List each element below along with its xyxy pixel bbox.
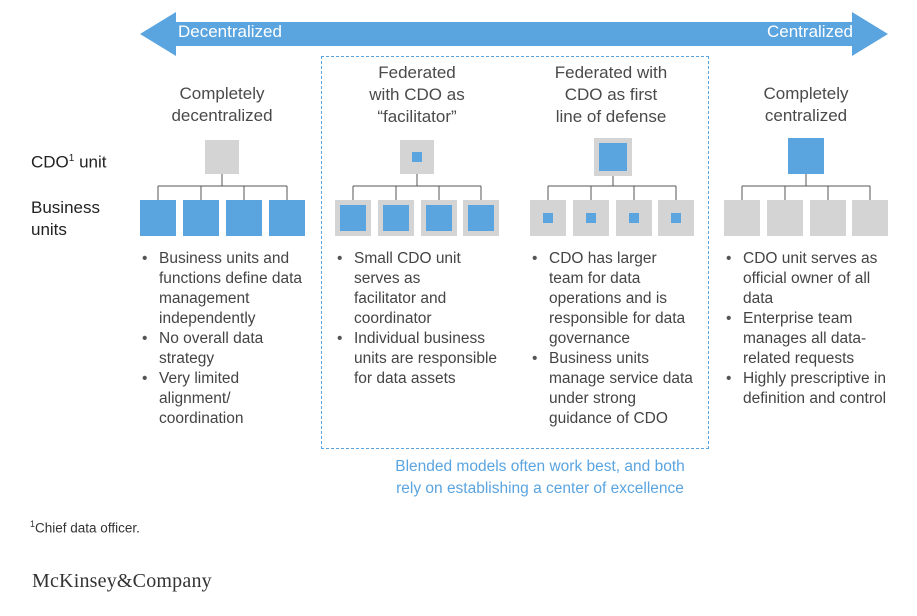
footnote: 1Chief data officer. <box>30 519 140 536</box>
bullet-item: Business units and functions define data… <box>140 249 310 329</box>
cdo-unit-box <box>788 138 824 174</box>
bullet-item: Enterprise team manages all data-related… <box>724 309 896 369</box>
business-unit-box <box>269 200 305 236</box>
centralized-label: Centralized <box>767 22 853 41</box>
bullet-item: CDO has larger team for data operations … <box>530 249 700 349</box>
org-charts <box>140 138 888 236</box>
business-unit-box <box>140 200 176 236</box>
org-chart-federated-facilitator <box>335 140 499 236</box>
bullets-decentralized: Business units and functions define data… <box>140 249 310 429</box>
cdo-unit-box <box>205 140 239 174</box>
bullets-federated-first-line: CDO has larger team for data operations … <box>530 249 700 429</box>
bullets-federated-facilitator: Small CDO unit serves as facilitator and… <box>335 249 510 389</box>
bullet-item: No overall data strategy <box>140 329 310 369</box>
bullet-item: Highly prescriptive in definition and co… <box>724 369 896 409</box>
bullet-item: Business units manage service data under… <box>530 349 700 429</box>
bullets-centralized: CDO unit serves as official owner of all… <box>724 249 896 409</box>
cdo-unit-label: CDO1 unit <box>31 152 107 172</box>
business-unit-box <box>226 200 262 236</box>
blended-models-note: Blended models often work best, and both… <box>395 458 685 497</box>
org-chart-decentralized <box>140 140 305 236</box>
blended-models-frame <box>321 56 709 449</box>
decentralized-label: Decentralized <box>178 22 282 41</box>
bullet-item: Individual business units are responsibl… <box>335 329 510 389</box>
spectrum-arrow <box>140 12 888 56</box>
business-unit-box <box>767 200 803 236</box>
bullet-item: Very limited alignment/ coordination <box>140 369 310 429</box>
mckinsey-logo: McKinsey&Company <box>32 570 212 592</box>
org-chart-centralized <box>724 138 888 236</box>
bullet-item: CDO unit serves as official owner of all… <box>724 249 896 309</box>
org-chart-federated-first-line <box>530 138 694 236</box>
business-unit-box <box>724 200 760 236</box>
bullet-item: Small CDO unit serves as facilitator and… <box>335 249 510 329</box>
business-unit-box <box>852 200 888 236</box>
business-unit-box <box>810 200 846 236</box>
business-unit-box <box>183 200 219 236</box>
